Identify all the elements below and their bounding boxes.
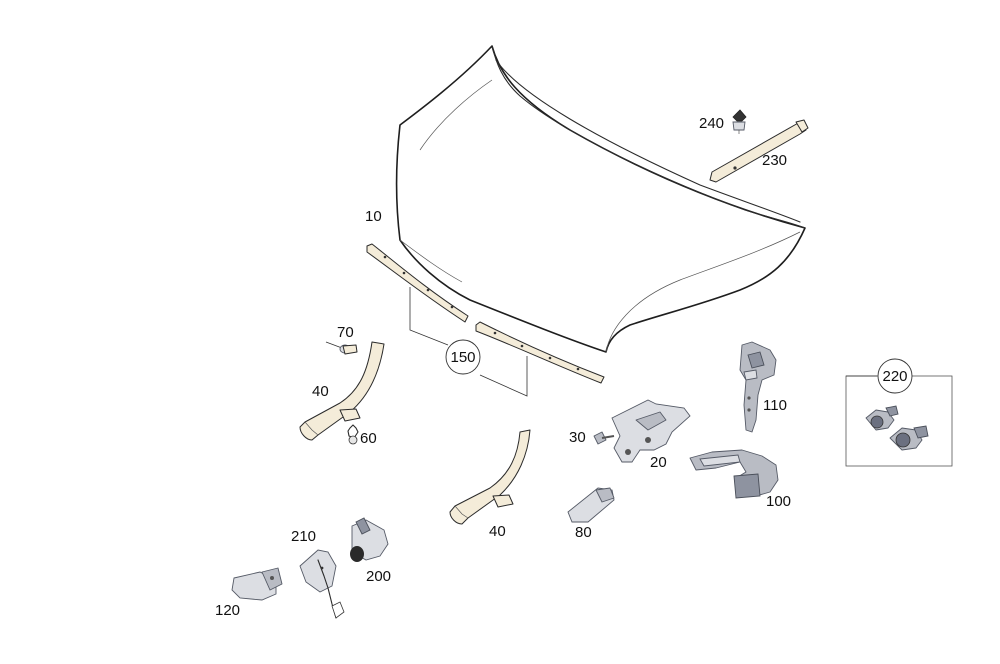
- hinge-pad-right: [449, 429, 531, 525]
- label-60: 60: [360, 430, 377, 447]
- label-230: 230: [762, 152, 787, 169]
- label-70: 70: [337, 324, 354, 341]
- label-110: 110: [763, 397, 787, 414]
- clip-set-box: 220: [845, 358, 953, 467]
- strut-part: [709, 119, 809, 183]
- clip-set-item-1: [865, 405, 899, 431]
- label-120: 120: [215, 602, 240, 619]
- label-150: 150: [450, 349, 475, 366]
- label-10: 10: [365, 208, 382, 225]
- cable-part: [350, 517, 389, 562]
- clip-240-part: [732, 109, 747, 134]
- label-40-right: 40: [489, 523, 506, 540]
- label-20: 20: [650, 454, 667, 471]
- handle-part: [231, 567, 283, 601]
- clip-part: [347, 424, 359, 445]
- hinge-pad-left: [299, 341, 385, 441]
- callout-150: 150: [445, 339, 481, 375]
- hood-panel: [395, 45, 806, 353]
- release-part: [299, 549, 345, 619]
- seal-callout-leaders: [409, 287, 528, 397]
- label-30: 30: [569, 429, 586, 446]
- latch-part: [739, 341, 777, 433]
- part-labels: 10 240 230 70 40 60 110 30 20 100 40 80 …: [215, 115, 791, 619]
- label-80: 80: [575, 524, 592, 541]
- seal-strip-right: [475, 321, 605, 384]
- bracket-part: [611, 399, 691, 463]
- label-40-left: 40: [312, 383, 329, 400]
- plug-part: [325, 341, 358, 355]
- screw-part: [593, 431, 615, 445]
- lock-part: [689, 449, 779, 499]
- label-100: 100: [766, 493, 791, 510]
- label-210: 210: [291, 528, 316, 545]
- label-240: 240: [699, 115, 724, 132]
- seal-strip-left: [366, 243, 469, 323]
- label-220: 220: [882, 368, 907, 385]
- label-200: 200: [366, 568, 391, 585]
- buffer-part: [567, 487, 615, 523]
- clip-set-item-2: [889, 425, 929, 451]
